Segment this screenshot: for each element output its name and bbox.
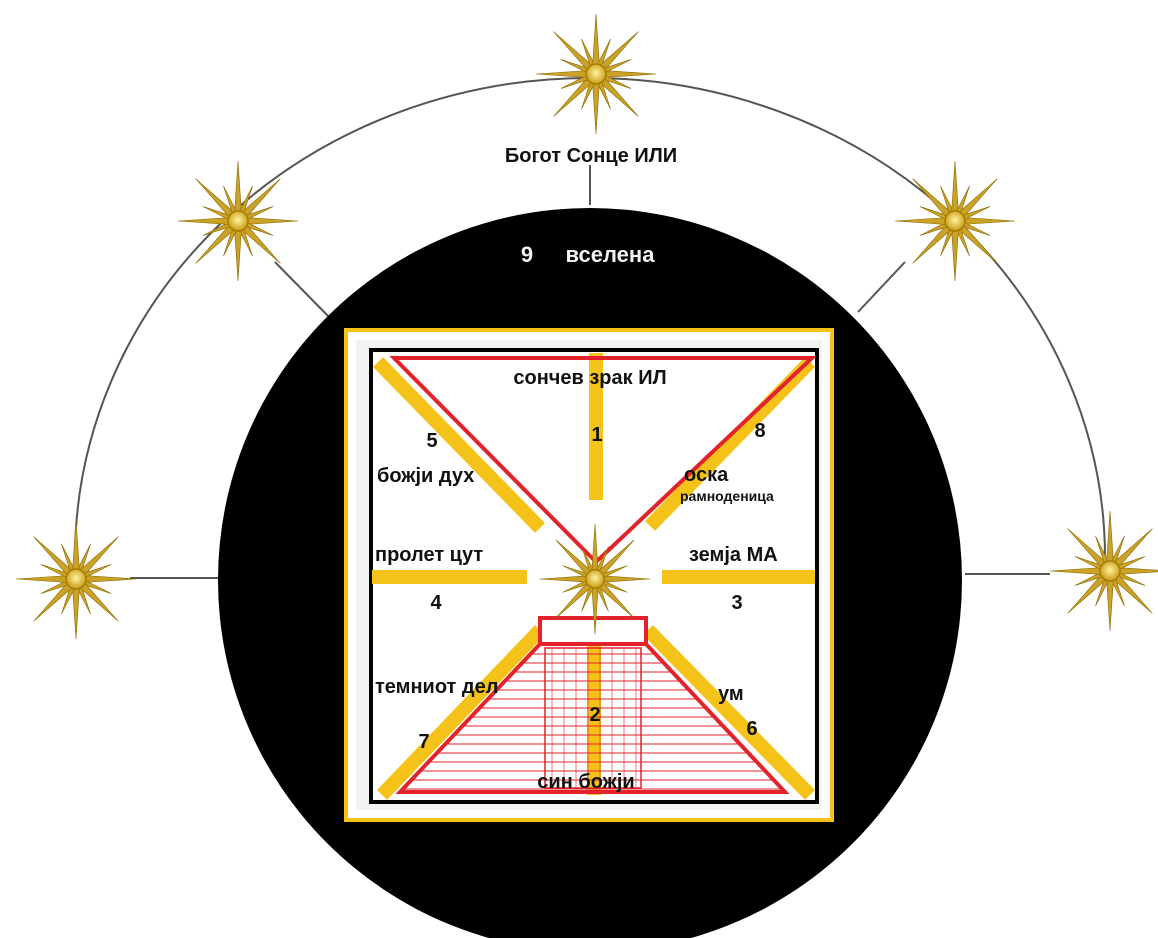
son-of-god-label: син божји <box>537 771 634 793</box>
number-7: 7 <box>418 731 429 753</box>
number-4: 4 <box>430 592 442 614</box>
dark-part-label: темниот дел <box>375 676 498 698</box>
sun-icon <box>895 161 1015 281</box>
sun-icon <box>16 519 136 639</box>
mind-label: ум <box>718 683 744 705</box>
number-8: 8 <box>754 420 765 442</box>
sun-icon <box>536 14 656 134</box>
title: Богот Сонце ИЛИ <box>505 145 677 167</box>
axis-label: оска <box>684 464 729 486</box>
universe-number: 9 <box>521 242 533 267</box>
earth-label: земја МА <box>689 544 778 566</box>
number-5: 5 <box>426 430 437 452</box>
number-1: 1 <box>591 424 602 446</box>
number-3: 3 <box>731 592 742 614</box>
sun-ray-label: сончев зрак ИЛ <box>513 367 666 389</box>
spring-label: пролет цут <box>375 544 483 566</box>
sun-icon <box>540 524 651 635</box>
number-6: 6 <box>746 718 757 740</box>
universe-label: вселена <box>566 242 656 267</box>
number-2: 2 <box>589 704 600 726</box>
sun-icon <box>178 161 298 281</box>
holy-spirit-label: божји дух <box>377 465 474 487</box>
equinox-label: рамноденица <box>680 488 774 504</box>
